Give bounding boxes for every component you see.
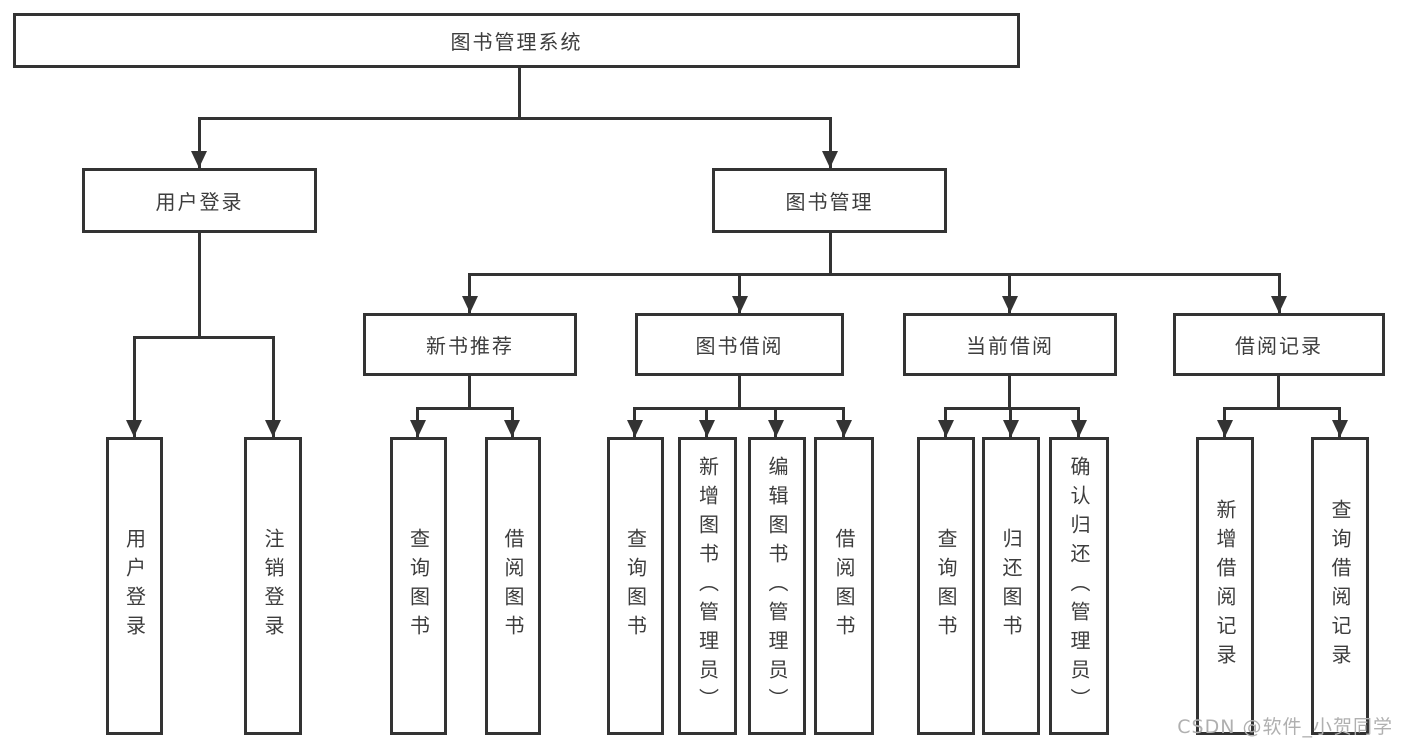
- node-label: 新书推荐: [426, 334, 514, 358]
- node-label: 借阅记录: [1235, 334, 1323, 358]
- connector-line: [1008, 273, 1011, 313]
- node-new-book-recommendation: 新书推荐: [363, 313, 577, 376]
- node-label: 图书管理系统: [450, 30, 583, 54]
- node-label: 查询图书: [934, 528, 958, 644]
- node-label: 新增图书（管理员）: [695, 455, 720, 717]
- connector-line: [1008, 374, 1011, 407]
- arrow-down-icon: [1071, 420, 1087, 437]
- arrow-down-icon: [938, 420, 954, 437]
- leaf-user-login: 用户登录: [106, 437, 163, 735]
- arrow-down-icon: [410, 420, 426, 437]
- arrow-down-icon: [822, 151, 838, 168]
- connector-line: [272, 336, 275, 437]
- node-label: 用户登录: [122, 528, 147, 644]
- node-label: 当前借阅: [966, 334, 1054, 358]
- node-label: 归还图书: [999, 528, 1023, 644]
- connector-line: [198, 231, 201, 336]
- node-label: 注销登录: [261, 528, 285, 644]
- connector-line: [518, 66, 521, 117]
- leaf-return-books: 归还图书: [982, 437, 1040, 735]
- connector-line: [416, 407, 514, 410]
- connector-line: [1277, 374, 1280, 407]
- node-label: 借阅图书: [832, 528, 856, 644]
- arrow-down-icon: [768, 420, 784, 437]
- arrow-down-icon: [627, 420, 643, 437]
- arrow-down-icon: [191, 151, 207, 168]
- node-label: 查询图书: [623, 528, 648, 644]
- node-label: 图书借阅: [695, 334, 784, 358]
- leaf-borrow-books-2: 借阅图书: [814, 437, 874, 735]
- node-user-login: 用户登录: [82, 168, 317, 233]
- node-label: 借阅图书: [501, 528, 525, 644]
- connector-line: [829, 117, 832, 168]
- arrow-down-icon: [836, 420, 852, 437]
- node-label: 用户登录: [155, 190, 244, 214]
- leaf-add-borrow-record: 新增借阅记录: [1196, 437, 1254, 735]
- node-label: 查询借阅记录: [1328, 499, 1352, 673]
- connector-line: [133, 336, 274, 339]
- node-label: 新增借阅记录: [1213, 499, 1237, 673]
- watermark: CSDN @软件_小贺同学: [1177, 716, 1393, 738]
- leaf-logout: 注销登录: [244, 437, 302, 735]
- connector-line: [633, 407, 845, 410]
- arrow-down-icon: [462, 296, 478, 313]
- node-label: 编辑图书（管理员）: [765, 455, 789, 717]
- leaf-confirm-return-admin: 确认归还（管理员）: [1049, 437, 1109, 735]
- connector-line: [198, 117, 201, 168]
- node-label: 确认归还（管理员）: [1067, 455, 1091, 717]
- arrow-down-icon: [699, 420, 715, 437]
- arrow-down-icon: [732, 296, 748, 313]
- connector-line: [468, 273, 471, 313]
- arrow-down-icon: [1271, 296, 1287, 313]
- connector-line: [1278, 273, 1281, 313]
- node-label: 查询图书: [406, 528, 431, 644]
- node-borrowing-records: 借阅记录: [1173, 313, 1385, 376]
- leaf-query-books-2: 查询图书: [607, 437, 664, 735]
- connector-line: [198, 117, 832, 120]
- connector-line: [738, 374, 741, 407]
- leaf-query-books-3: 查询图书: [917, 437, 975, 735]
- connector-line: [468, 374, 471, 407]
- arrow-down-icon: [504, 420, 520, 437]
- arrow-down-icon: [1002, 296, 1018, 313]
- connector-line: [1223, 407, 1341, 410]
- arrow-down-icon: [1217, 420, 1233, 437]
- arrow-down-icon: [265, 420, 281, 437]
- node-current-borrowing: 当前借阅: [903, 313, 1117, 376]
- leaf-edit-books-admin: 编辑图书（管理员）: [748, 437, 806, 735]
- leaf-query-borrow-record: 查询借阅记录: [1311, 437, 1369, 735]
- arrow-down-icon: [126, 420, 142, 437]
- connector-line: [829, 231, 832, 273]
- arrow-down-icon: [1332, 420, 1348, 437]
- leaf-borrow-books: 借阅图书: [485, 437, 541, 735]
- connector-line: [738, 273, 741, 313]
- connector-line: [944, 407, 1080, 410]
- connector-line: [468, 273, 1281, 276]
- leaf-add-books-admin: 新增图书（管理员）: [678, 437, 737, 735]
- node-book-management: 图书管理: [712, 168, 947, 233]
- leaf-query-books: 查询图书: [390, 437, 447, 735]
- node-label: 图书管理: [785, 190, 874, 214]
- node-book-borrowing: 图书借阅: [635, 313, 844, 376]
- connector-line: [133, 336, 136, 437]
- arrow-down-icon: [1003, 420, 1019, 437]
- node-library-management-system: 图书管理系统: [13, 13, 1020, 68]
